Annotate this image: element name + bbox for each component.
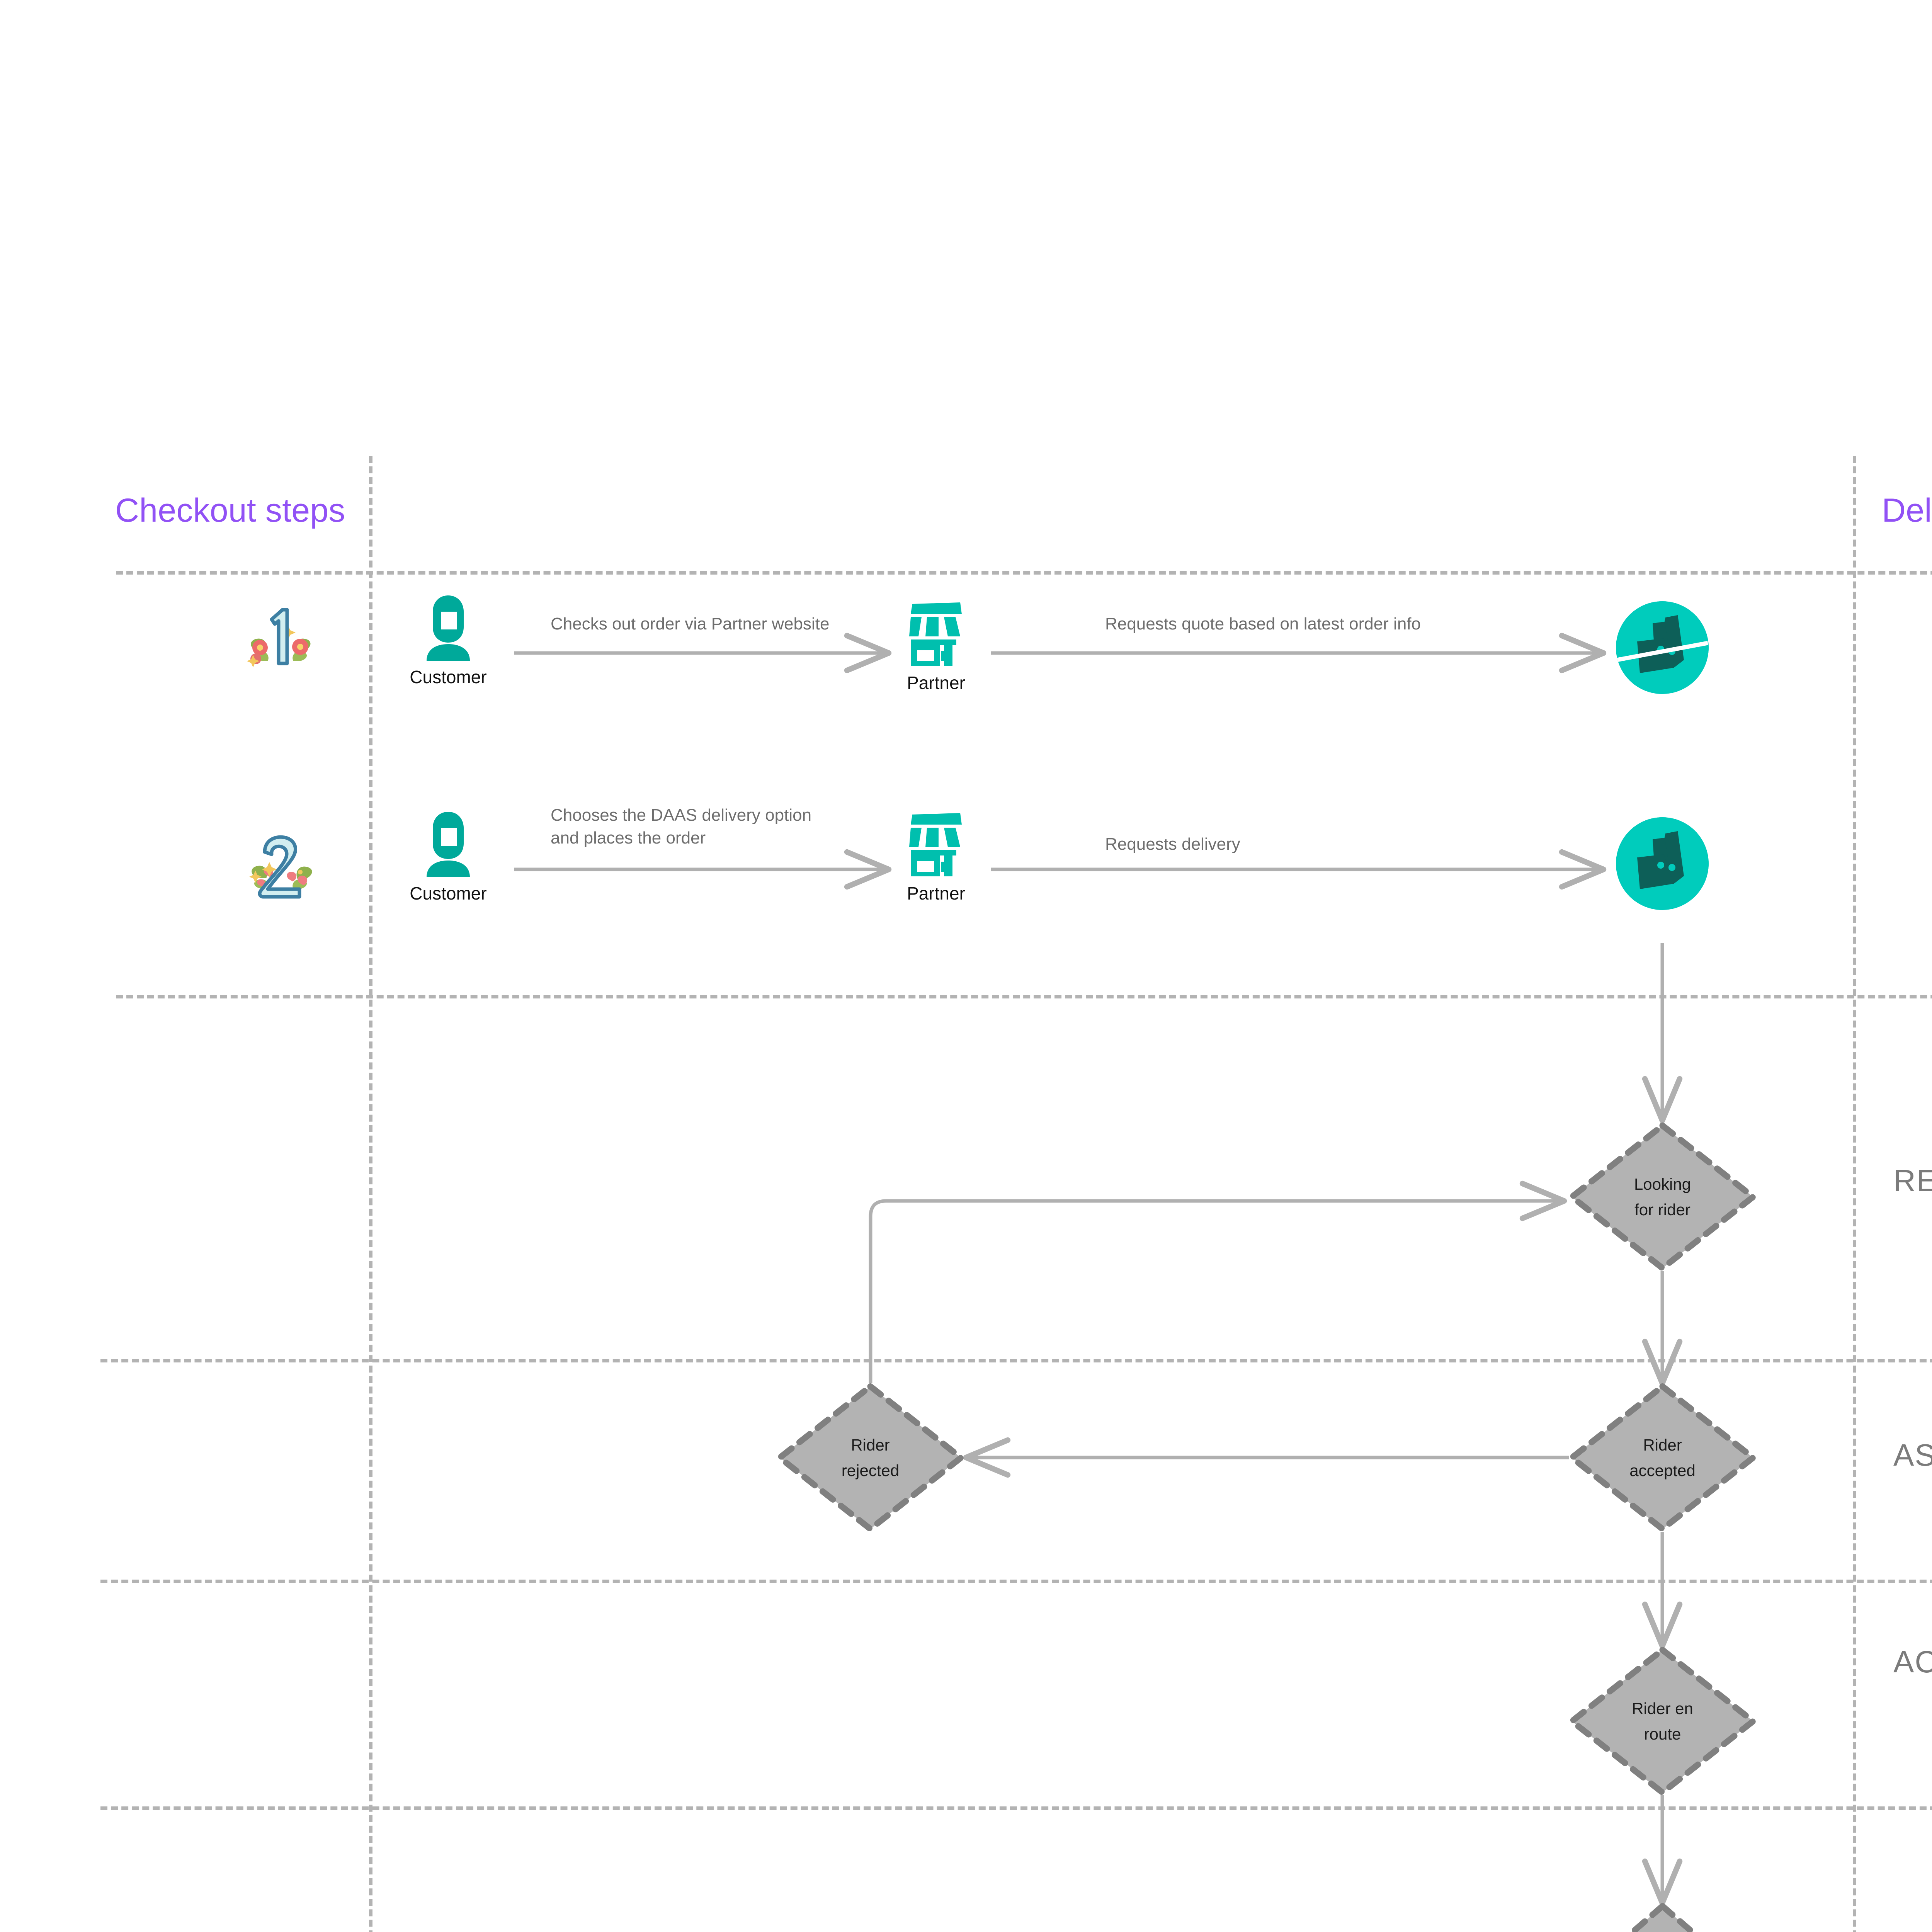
actor-partner-step2: Partner (900, 811, 972, 904)
status-label-active: ACTIVE (1893, 1645, 1932, 1679)
actor-customer-step1: Customer (400, 593, 497, 687)
deliveroo-logo-slashed-icon (1616, 601, 1709, 694)
edge-label-checks-out-order: Checks out order via Partner website (551, 614, 830, 633)
edge-label-chooses-daas: Chooses the DAAS delivery option and pla… (551, 806, 812, 848)
step-badge-1 (242, 597, 323, 678)
actor-label-customer: Customer (410, 667, 487, 687)
customer-avatar-icon (427, 812, 470, 877)
customer-avatar-icon (427, 595, 470, 661)
column-header-checkout-steps: Checkout steps (115, 492, 345, 529)
lane-row-divider-assigned (100, 1580, 1932, 1583)
lane-divider-right (1853, 456, 1856, 1932)
node-looking-for-rider[interactable]: Looking for rider (1569, 1122, 1756, 1271)
node-rider-rejected[interactable]: Rider rejected (777, 1383, 964, 1532)
lane-row-divider-top (116, 571, 1932, 575)
storefront-icon (909, 602, 962, 666)
status-label-requested: REQUESTED (1893, 1163, 1932, 1198)
actor-label-partner: Partner (907, 883, 965, 903)
edge-label-requests-delivery: Requests delivery (1105, 835, 1240, 854)
node-rider-accepted[interactable]: Rider accepted (1569, 1383, 1756, 1532)
status-label-assigned: ASSIGNED (1893, 1438, 1932, 1472)
lane-row-divider-requested (100, 1359, 1932, 1362)
node-rider-en-route[interactable]: Rider en route (1569, 1647, 1756, 1796)
edge-label-requests-quote: Requests quote based on latest order inf… (1105, 614, 1421, 633)
actor-label-customer: Customer (410, 883, 487, 903)
column-header-delivery-status: Delivery Status (1882, 492, 1932, 529)
deliveroo-logo-icon (1616, 817, 1709, 910)
storefront-icon (909, 813, 962, 876)
actor-customer-step2: Customer (400, 810, 497, 904)
lane-row-divider-steps (116, 995, 1932, 998)
node-rider-or-customer-cancels[interactable]: Rider or customer cancels (1565, 1903, 1760, 1932)
step-badge-2 (242, 825, 323, 906)
lane-row-divider-active (100, 1806, 1932, 1810)
actor-label-partner: Partner (907, 673, 965, 693)
actor-partner-step1: Partner (900, 601, 972, 693)
lane-divider-left (369, 456, 372, 1932)
